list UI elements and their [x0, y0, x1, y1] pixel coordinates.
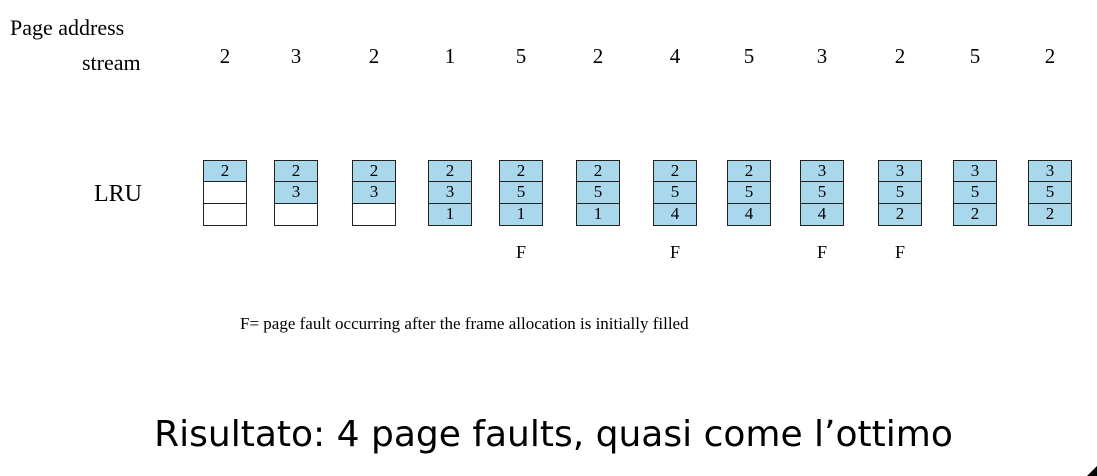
frame-cell: 1	[499, 202, 543, 226]
frame-cell	[352, 202, 396, 226]
frame-cell: 5	[1028, 181, 1072, 205]
page-address-stream: 2 3 2 1 5 2 4 5 3 2 5 2	[0, 44, 1097, 74]
result-caption: Risultato: 4 page faults, quasi come l’o…	[0, 414, 1097, 455]
stream-value: 2	[219, 44, 231, 68]
frame-cell: 3	[800, 160, 844, 183]
frame-cell: 5	[800, 181, 844, 205]
stream-value: 1	[444, 44, 456, 68]
stream-label-line1: Page address	[10, 15, 125, 40]
stream-value: 2	[894, 44, 906, 68]
frame-cell: 2	[352, 160, 396, 183]
corner-mark	[1087, 466, 1097, 476]
stream-value: 2	[592, 44, 604, 68]
frame-cell	[203, 181, 247, 205]
frame-cell: 2	[727, 160, 771, 183]
frame-cell: 2	[274, 160, 318, 183]
frame-cell: 2	[878, 202, 922, 226]
frame-cell: 3	[1028, 160, 1072, 183]
frame-cell: 3	[953, 160, 997, 183]
frame-cell	[274, 202, 318, 226]
frame-cell: 5	[953, 181, 997, 205]
result-text: Risultato: 4 page faults, quasi come l’o…	[154, 414, 953, 455]
frame-cell: 3	[274, 181, 318, 205]
frame-cell: 5	[576, 181, 620, 205]
frame-cell	[203, 202, 247, 226]
stream-value: 5	[743, 44, 755, 68]
frame-cell: 3	[352, 181, 396, 205]
frame-cell: 4	[800, 202, 844, 226]
frame-cell: 3	[878, 160, 922, 183]
stream-value: 2	[368, 44, 380, 68]
policy-label: LRU	[94, 181, 142, 207]
stream-value: 5	[969, 44, 981, 68]
frame-cell: 2	[428, 160, 472, 183]
stream-value: 2	[1044, 44, 1056, 68]
frame-cell: 1	[576, 202, 620, 226]
frame-cell: 2	[953, 202, 997, 226]
stream-label-line2: stream	[82, 50, 141, 75]
stream-value: 5	[515, 44, 527, 68]
stream-value: 3	[290, 44, 302, 68]
page-fault-marker: F	[816, 242, 827, 262]
frame-cell: 1	[428, 202, 472, 226]
frame-cell: 2	[203, 160, 247, 183]
frame-column: 2	[203, 160, 247, 226]
stream-value: 3	[816, 44, 828, 68]
frame-cell: 2	[1028, 202, 1072, 226]
frame-cell: 5	[878, 181, 922, 205]
frame-cell: 5	[499, 181, 543, 205]
page-fault-marker: F	[894, 242, 905, 262]
frame-cell: 2	[653, 160, 697, 183]
frame-cell: 2	[576, 160, 620, 183]
stream-value: 4	[669, 44, 681, 68]
frame-cell: 2	[499, 160, 543, 183]
page-fault-marker: F	[515, 242, 526, 262]
frame-cell: 3	[428, 181, 472, 205]
legend: F= page fault occurring after the frame …	[240, 314, 689, 333]
frame-cell: 5	[727, 181, 771, 205]
frame-cell: 4	[653, 202, 697, 226]
frame-cell: 5	[653, 181, 697, 205]
page-fault-marker: F	[669, 242, 680, 262]
frame-cell: 4	[727, 202, 771, 226]
